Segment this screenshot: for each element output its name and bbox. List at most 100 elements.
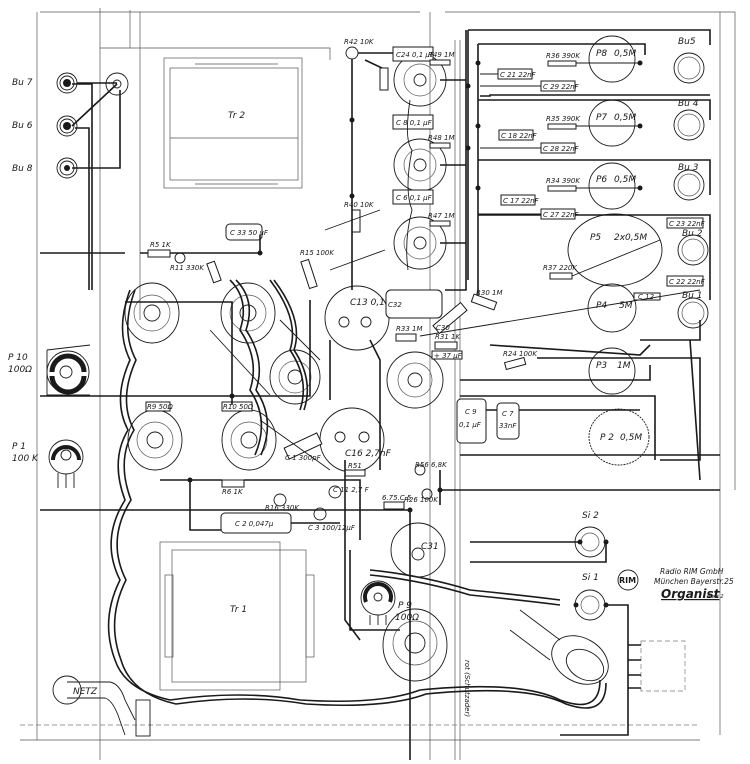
svg-text:C 27 22nF: C 27 22nF [543,211,580,219]
pot-p1: P 1 100 K [12,439,84,488]
svg-text:C 11 2,7 F: C 11 2,7 F [333,486,370,494]
svg-text:R56 6,8K: R56 6,8K [415,461,448,469]
lamp-holder: 6.75.C.5 [382,494,412,510]
svg-text:R11 330K: R11 330K [170,264,205,272]
pot-p7: P7 0,5M [588,99,636,147]
title-block: RIM Radio RIM GmbH München Bayerstr.25 O… [617,567,734,601]
din-bu2: Bu 2 [677,229,709,266]
svg-text:R51: R51 [348,462,362,470]
label-c32: C16 2,7nF [345,449,392,459]
tube-sockets [124,53,448,682]
svg-text:C 22 22nF: C 22 22nF [669,278,706,286]
svg-text:C 2 0,047µ: C 2 0,047µ [235,520,274,528]
cap-c37: + 37 µF [431,350,463,360]
cap-c16: C30 [432,301,468,335]
svg-text:R47 1M: R47 1M [428,212,455,220]
svg-text:6.75.C.5: 6.75.C.5 [382,494,412,502]
cap-c2: C 33 50 µF [225,223,269,241]
resistor-r15: R15 100K [300,249,335,290]
label-c30: C31 [421,542,439,552]
label-p8: P8 [596,49,607,59]
din-bu5: Bu5 [673,37,705,84]
resistor-r42: R42 10K [344,38,375,60]
svg-text:C 12: C 12 [638,293,655,301]
tube-socket [127,409,183,471]
resistor-r24: R24 100K [503,350,538,371]
svg-text:R6 1K: R6 1K [222,488,244,496]
twisted-wires [107,279,607,709]
value-p10: 100Ω [8,365,32,375]
svg-text:R49 1M: R49 1M [428,51,455,59]
pot-p10: P 10 100Ω [8,344,91,396]
svg-text:C 18 22nF: C 18 22nF [501,132,538,140]
label-si2: Si 2 [582,511,599,521]
svg-text:33nF: 33nF [499,422,517,430]
cap-c21: C 21 22nF [497,68,537,80]
cap-c11: C 11 2,7 F [328,485,370,499]
svg-text:R31 1K: R31 1K [435,333,461,341]
label-p2: P 2 [600,433,614,443]
label-bu8: Bu 8 [12,164,33,174]
svg-text:C 1 300pF: C 1 300pF [285,454,322,462]
cap-c6: C 6 0,1 µF [392,189,434,205]
pot-p9: P 9 100Ω [360,580,419,625]
resistor-r10: R10 50Ω [221,401,254,412]
cap-c30: C31 [390,522,446,578]
resistor-r36: R36 390K [546,52,581,67]
svg-text:C 9: C 9 [465,408,477,416]
pot-p3: P3 1M [588,347,636,395]
label-p1: P 1 [12,442,26,452]
label-c31: C13 0,1 µF [350,298,399,308]
cap-c3: C 1 300pF [283,432,323,462]
pot-p2: P 2 0,5M [588,408,650,466]
din-bu1: Bu 1 [677,291,709,329]
fuse-si2: Si 2 [470,511,607,563]
svg-text:R48 1M: R48 1M [428,134,455,142]
label-bu3: Bu 3 [678,163,699,173]
tube-socket [382,608,448,682]
resistor-r43 [379,67,389,91]
tube-socket [386,351,444,409]
shield-note: rot (Schutzader) [463,660,471,717]
switch-jack [105,72,129,96]
svg-text:C 28 22nF: C 28 22nF [543,145,580,153]
label-bu4: Bu 4 [678,99,699,109]
transformer-tr2: Tr 2 [163,57,303,189]
svg-text:C32: C32 [388,301,402,309]
product-name: Organist [661,587,721,601]
resistor-r35: R35 390K [546,115,581,130]
svg-text:R16 330K: R16 330K [265,504,300,512]
svg-text:C30: C30 [436,324,450,332]
label-p5: P5 [590,233,601,243]
cap-c13: C32 [385,289,443,319]
svg-text:R26 100K: R26 100K [404,496,439,504]
resistor-r7 [206,260,222,284]
svg-text:R34 390K: R34 390K [546,177,581,185]
company-address: München Bayerstr.25 [654,577,734,586]
label-bu6: Bu 6 [12,121,33,131]
cap-c23: C 23 22nF [666,217,706,229]
jack-bu8: Bu 8 [12,157,78,179]
din-bu3: Bu 3 [673,163,705,201]
resistor-r33: R33 1M [395,325,423,342]
pot-p6: P6 0,5M [588,162,636,210]
svg-text:C 3 100/12µF: C 3 100/12µF [308,524,356,532]
svg-text:C 29 22nF: C 29 22nF [543,83,580,91]
mains-inlet: NETZ [52,675,151,737]
svg-text:R42 10K: R42 10K [344,38,375,46]
resistor-r47: R47 1M [428,212,455,227]
svg-text:R36 390K: R36 390K [546,52,581,60]
sheet-number: Blatt 2 [707,594,724,600]
svg-text:C 21 22nF: C 21 22nF [500,71,537,79]
svg-text:C 17 22nF: C 17 22nF [503,197,540,205]
svg-text:R15 100K: R15 100K [300,249,335,257]
company-name: Radio RIM GmbH [660,567,724,576]
resistor-r49: R49 1M [428,51,455,66]
resistor-r30: R30 1M [470,289,503,311]
value-p3: 1M [617,361,631,371]
chassis-outline [20,8,736,760]
cap-c18: C 18 22nF [498,129,538,141]
value-p5: 2x0,5M [614,233,647,243]
svg-text:R35 390K: R35 390K [546,115,581,123]
